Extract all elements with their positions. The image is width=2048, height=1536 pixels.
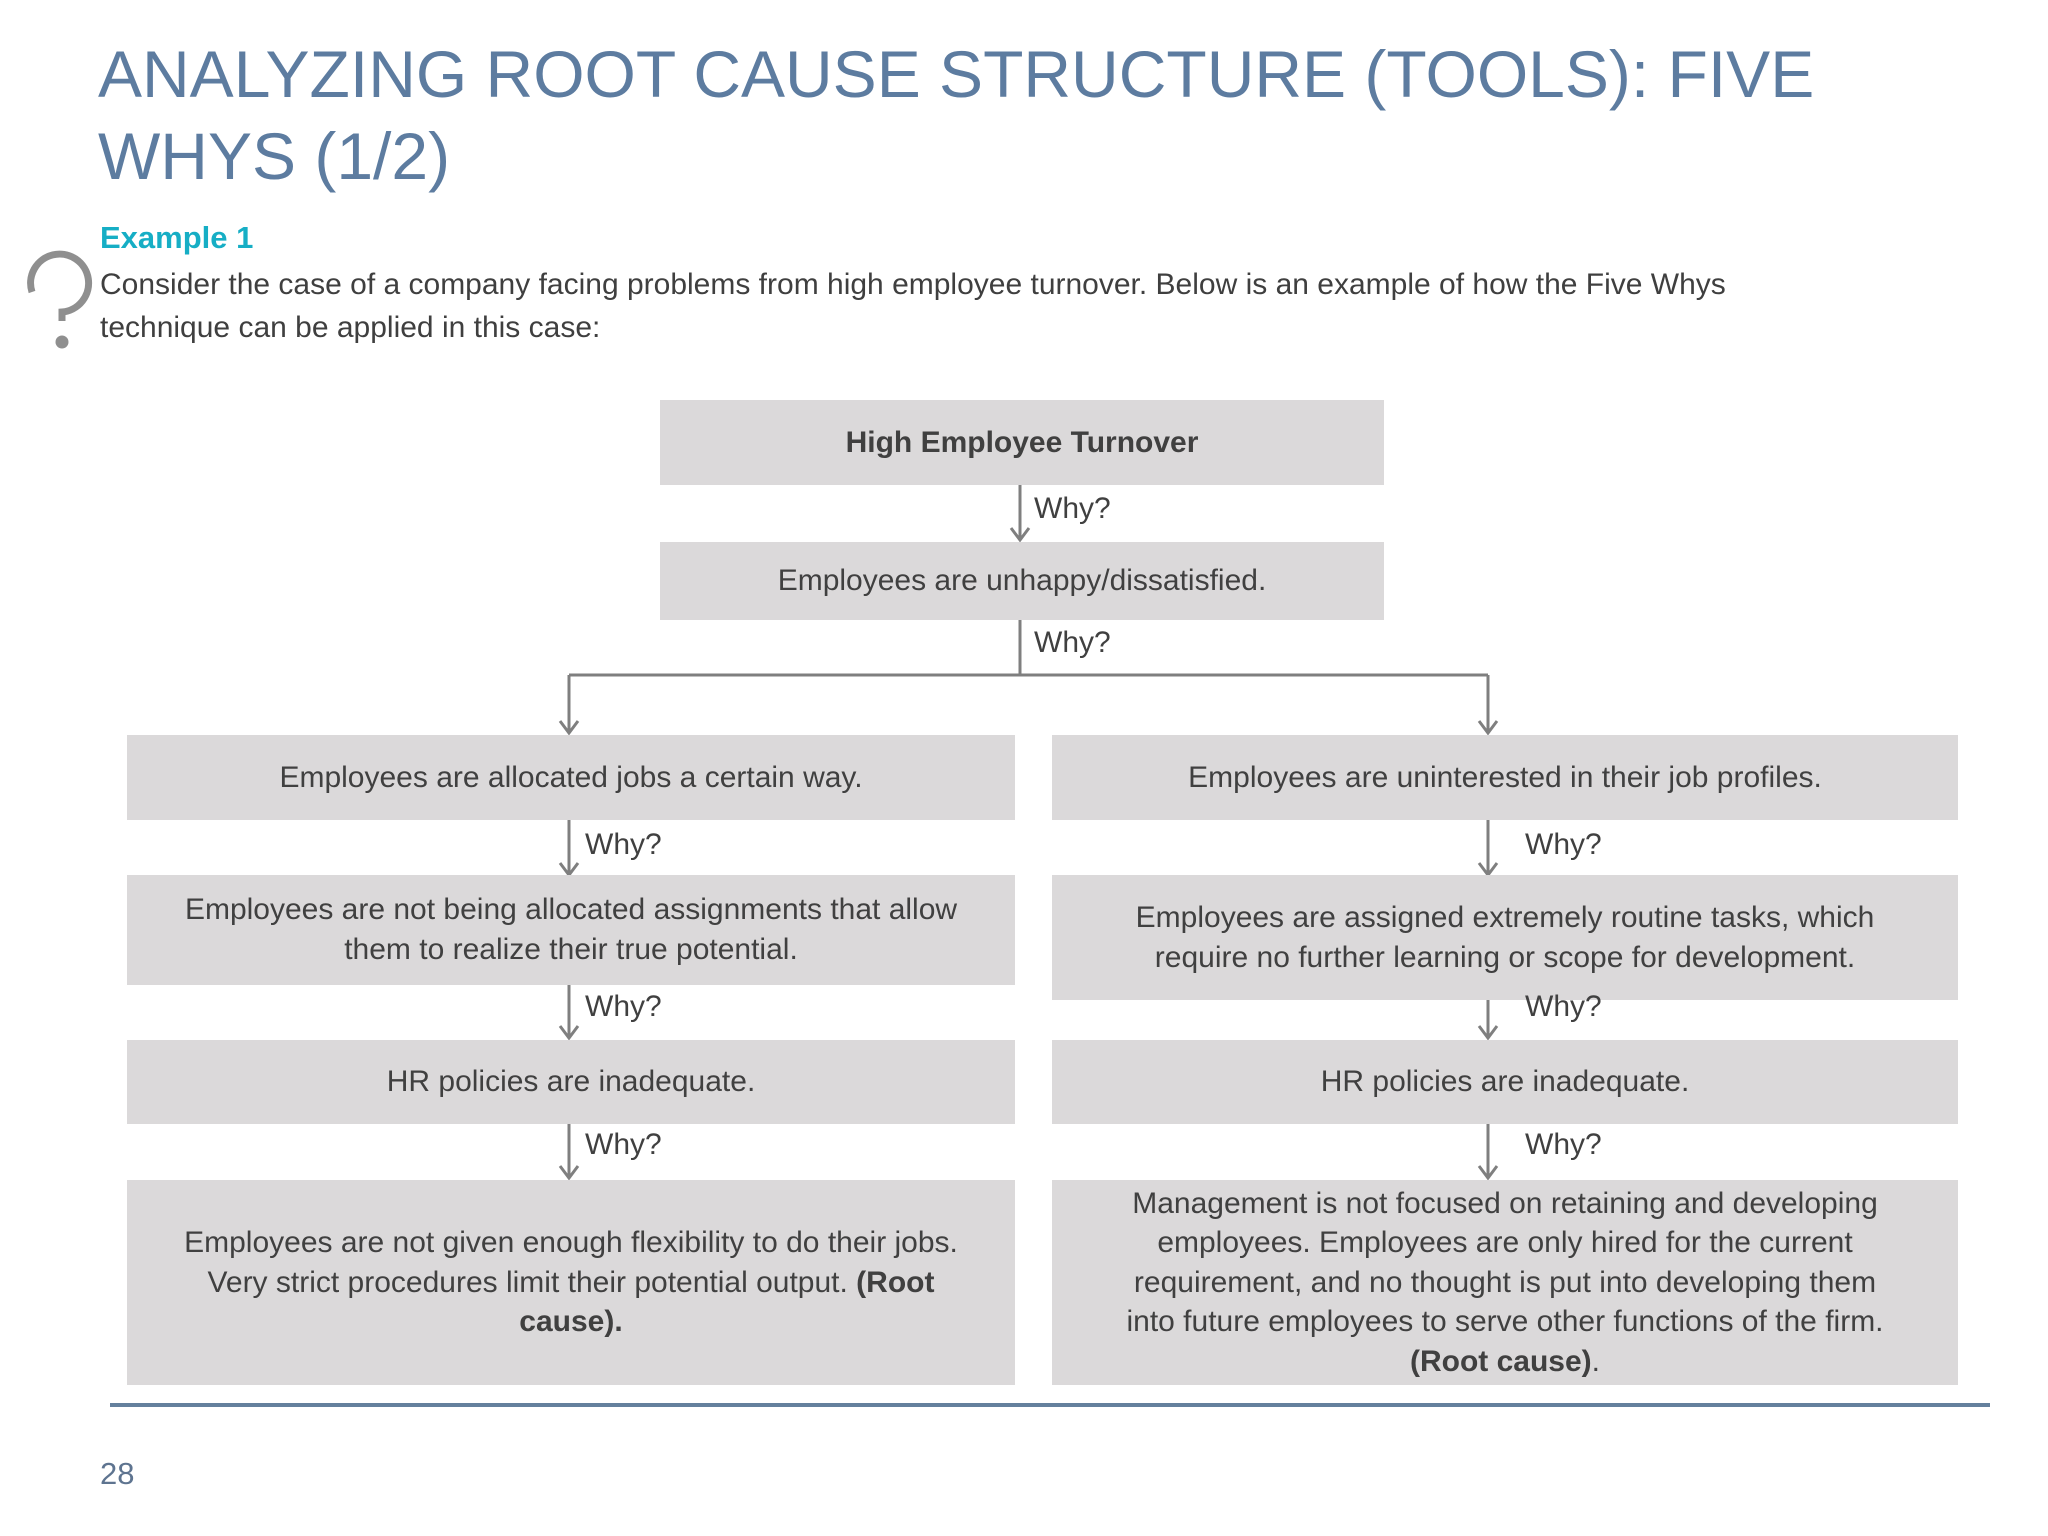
why-label: Why? — [1034, 626, 1111, 659]
branch-connector — [558, 620, 1499, 736]
down-arrow-icon — [1477, 1000, 1499, 1041]
why-label: Why? — [1525, 828, 1602, 861]
intro-text: Consider the case of a company facing pr… — [100, 268, 1726, 344]
why-label: Why? — [585, 990, 662, 1023]
down-arrow-icon — [1477, 1124, 1499, 1181]
right-root-cause-bold: (Root cause) — [1409, 1344, 1592, 1378]
page-number: 28 — [100, 1456, 135, 1491]
page-title-line1: ANALYZING ROOT CAUSE STRUCTURE (TOOLS): … — [98, 37, 1815, 111]
left-root-cause-text: Employees are not given enough flexibili… — [184, 1226, 958, 1299]
box-high-employee-turnover: High Employee Turnover — [660, 400, 1384, 485]
page-title: ANALYZING ROOT CAUSE STRUCTURE (TOOLS): … — [98, 34, 1958, 198]
down-arrow-icon — [558, 820, 580, 878]
box-left-allocated-jobs: Employees are allocated jobs a certain w… — [127, 735, 1015, 820]
box-left-assignments-potential: Employees are not being allocated assign… — [127, 875, 1015, 985]
divider-rule — [110, 1403, 1990, 1407]
why-label: Why? — [1525, 990, 1602, 1023]
question-mark-icon — [27, 250, 93, 349]
box-right-routine-tasks: Employees are assigned extremely routine… — [1052, 875, 1958, 1000]
box-left-hr-policies: HR policies are inadequate. — [127, 1040, 1015, 1124]
page-title-line2: WHYS (1/2) — [98, 118, 451, 193]
down-arrow-icon — [1009, 485, 1031, 543]
right-root-cause-text: Management is not focused on retaining a… — [1126, 1186, 1884, 1339]
why-label: Why? — [585, 1128, 662, 1161]
why-label: Why? — [1525, 1128, 1602, 1161]
left-root-cause-bold: (Root cause). — [519, 1265, 935, 1339]
down-arrow-icon — [558, 985, 580, 1041]
down-arrow-icon — [1477, 820, 1499, 878]
box-right-root-cause: Management is not focused on retaining a… — [1052, 1180, 1958, 1385]
why-label: Why? — [1034, 492, 1111, 525]
box-left-root-cause: Employees are not given enough flexibili… — [127, 1180, 1015, 1385]
box-unhappy-dissatisfied: Employees are unhappy/dissatisfied. — [660, 542, 1384, 620]
why-label: Why? — [585, 828, 662, 861]
box-right-uninterested: Employees are uninterested in their job … — [1052, 735, 1958, 820]
example-label: Example 1 — [100, 220, 254, 255]
box-right-hr-policies: HR policies are inadequate. — [1052, 1040, 1958, 1124]
down-arrow-icon — [558, 1124, 580, 1181]
